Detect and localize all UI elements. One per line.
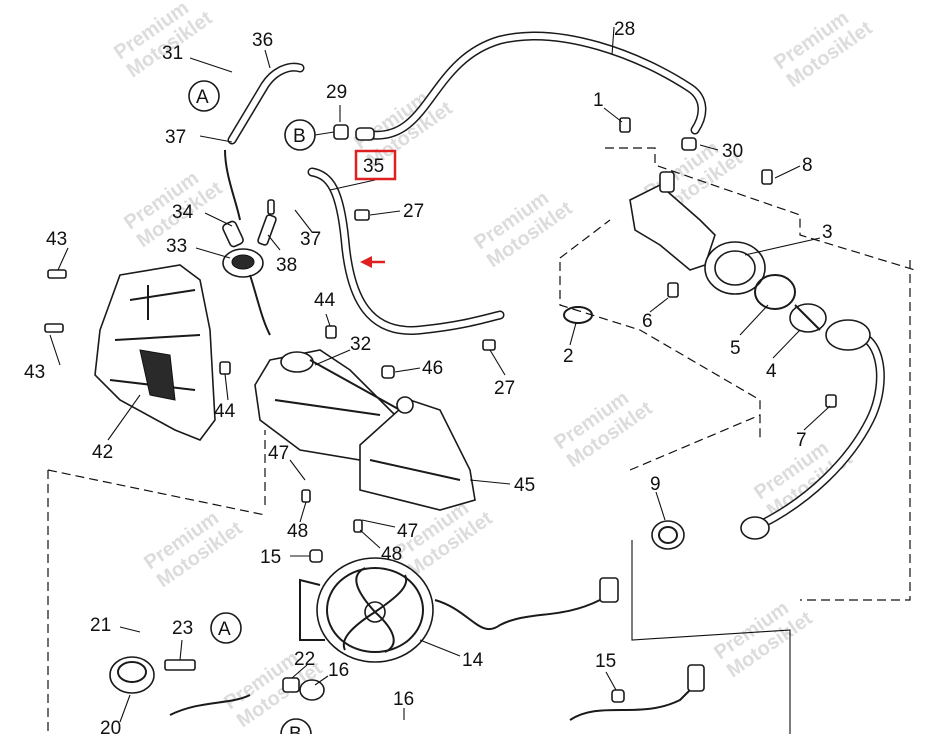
wire-harness <box>169 664 705 721</box>
watermark-1: Premium Motosiklet <box>110 0 217 82</box>
callout-9: 9 <box>650 474 661 495</box>
callout-28: 28 <box>614 19 635 40</box>
ref-a-bottom: A <box>218 619 231 640</box>
callout-2: 2 <box>563 346 574 367</box>
cap-20 <box>109 656 155 694</box>
callout-4: 4 <box>766 361 777 382</box>
ref-circle-a-top <box>188 80 220 112</box>
callout-46: 46 <box>422 358 443 379</box>
callout-20: 20 <box>100 718 121 734</box>
callout-34: 34 <box>172 202 194 223</box>
callout-27b: 27 <box>494 378 515 399</box>
clamp-9 <box>651 520 685 550</box>
callout-8: 8 <box>802 155 813 176</box>
callout-43b: 43 <box>24 362 45 383</box>
callout-7: 7 <box>796 430 807 451</box>
callout-5: 5 <box>730 338 741 359</box>
callout-31: 31 <box>162 43 183 64</box>
callout-36: 36 <box>252 30 273 51</box>
clip-38 <box>257 199 277 246</box>
callout-15b: 15 <box>595 651 616 672</box>
callout-38: 38 <box>276 255 297 276</box>
callout-45: 45 <box>514 475 535 496</box>
callout-44a: 44 <box>314 290 336 311</box>
callout-35: 35 <box>363 156 384 177</box>
callout-47a: 47 <box>268 443 289 464</box>
bolt-23 <box>164 659 196 671</box>
callout-47b: 47 <box>397 521 418 542</box>
red-arrow-icon <box>360 256 385 268</box>
callout-42: 42 <box>92 442 113 463</box>
fasteners <box>44 117 837 703</box>
callout-22: 22 <box>294 649 315 670</box>
ref-b-top: B <box>293 126 306 147</box>
hose-34 <box>222 149 244 248</box>
callout-16a: 16 <box>328 660 349 681</box>
ref-circle-b-top <box>284 119 316 151</box>
highlight-35: 35 <box>354 149 397 181</box>
fitting-29 <box>333 124 375 141</box>
fan-14 <box>299 557 619 663</box>
pipe-7 <box>740 319 885 540</box>
callout-27a: 27 <box>403 201 424 222</box>
watermark-3: Premium Motosiklet <box>470 187 577 272</box>
callout-48b: 48 <box>381 544 402 565</box>
callout-6: 6 <box>642 311 653 332</box>
callout-37a: 37 <box>165 127 186 148</box>
callout-44b: 44 <box>214 401 236 422</box>
assembly-outlines <box>47 147 916 734</box>
o-ring-5 <box>754 274 796 310</box>
reservoir-42 <box>94 264 216 441</box>
grommet-16 <box>299 679 325 701</box>
hose-36 <box>227 62 305 145</box>
cover-45 <box>359 396 476 511</box>
watermark-12: Premium Motosiklet <box>710 597 817 682</box>
watermark-7: Premium Motosiklet <box>550 387 657 472</box>
callout-30: 30 <box>722 141 743 162</box>
collar-22 <box>282 677 300 693</box>
leader-lines <box>49 26 831 723</box>
red-arrow-head <box>360 256 372 268</box>
highlight-box <box>354 149 397 181</box>
thermostat-housing <box>629 171 766 295</box>
watermark-9: Premium Motosiklet <box>140 507 247 592</box>
callout-1: 1 <box>593 90 604 111</box>
callout-21: 21 <box>90 615 111 636</box>
hose-28 <box>367 31 707 140</box>
ref-b-bottom: B <box>289 724 302 734</box>
o-ring-2 <box>563 306 593 324</box>
thermostat-4 <box>789 303 827 333</box>
callout-3: 3 <box>822 222 833 243</box>
callout-37b: 37 <box>300 229 321 250</box>
callout-14: 14 <box>462 650 484 671</box>
ref-a-top: A <box>196 87 209 108</box>
watermark-5: Premium Motosiklet <box>770 7 877 92</box>
callout-48a: 48 <box>287 521 308 542</box>
ref-circle-a-bottom <box>210 612 242 644</box>
callout-43a: 43 <box>46 229 67 250</box>
callout-32: 32 <box>350 334 371 355</box>
valve-33 <box>222 248 271 336</box>
callout-16b: 16 <box>393 689 414 710</box>
callout-23: 23 <box>172 618 193 639</box>
hose-35 <box>307 167 505 335</box>
callout-29: 29 <box>326 82 347 103</box>
callout-15a: 15 <box>260 547 281 568</box>
callout-33: 33 <box>166 236 187 257</box>
callouts: 1 2 3 4 5 6 7 8 9 14 15 15 16 16 20 21 2… <box>24 19 833 739</box>
